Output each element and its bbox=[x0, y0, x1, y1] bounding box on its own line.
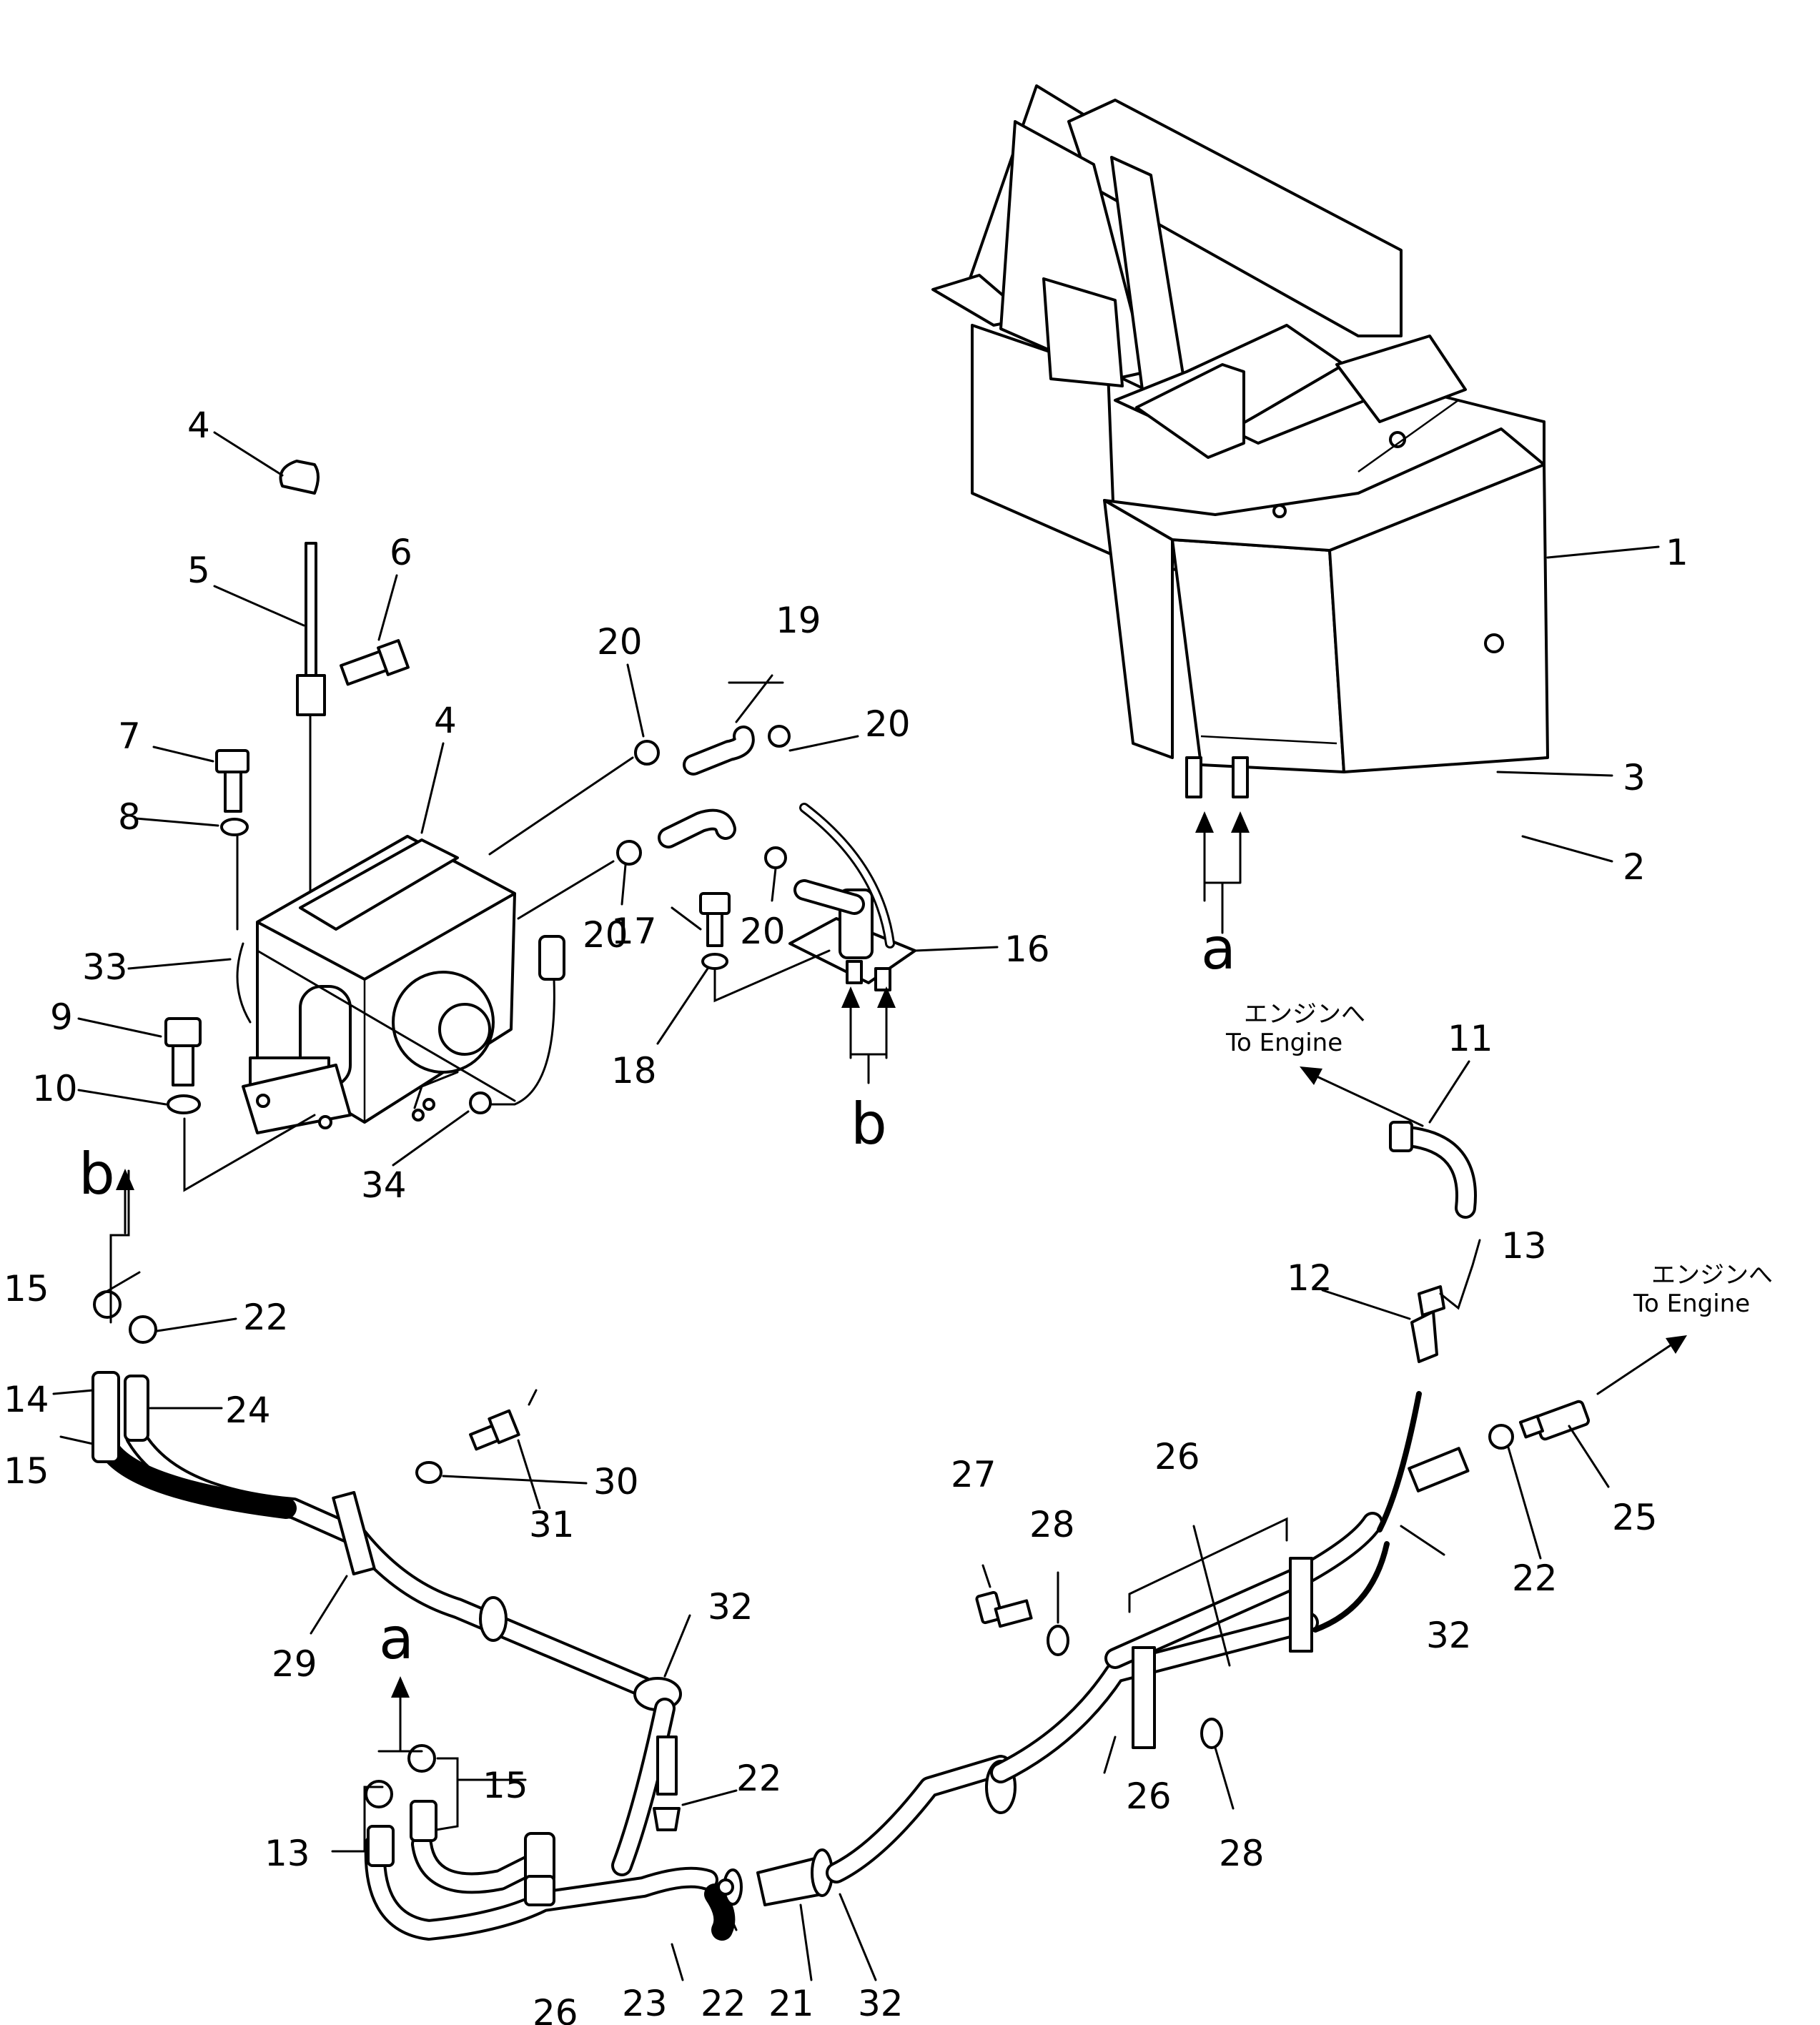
bolt-27 bbox=[975, 1590, 1033, 1628]
label-19: 19 bbox=[776, 600, 821, 641]
label-25: 25 bbox=[1612, 1497, 1658, 1538]
label-8: 8 bbox=[118, 796, 141, 838]
bolt-7 bbox=[215, 749, 249, 813]
label-33: 33 bbox=[82, 946, 128, 988]
clamp-22 bbox=[717, 1878, 734, 1896]
engine-note-jp: エンジンへ bbox=[1244, 1000, 1365, 1029]
label-4: 4 bbox=[434, 700, 457, 741]
heater-unit bbox=[236, 835, 565, 1134]
clamp-22 bbox=[1488, 1424, 1514, 1450]
label-34: 34 bbox=[361, 1164, 407, 1206]
label-20: 20 bbox=[865, 703, 911, 745]
label-22: 22 bbox=[1512, 1558, 1558, 1599]
label-3: 3 bbox=[1623, 757, 1646, 798]
tank-assembly bbox=[931, 84, 1549, 798]
connector-25 bbox=[1518, 1400, 1591, 1441]
hose-19 bbox=[658, 726, 755, 848]
label-9: 9 bbox=[50, 996, 73, 1038]
label-32: 32 bbox=[858, 1983, 904, 2024]
engine-note-en: To Engine bbox=[1633, 1289, 1750, 1318]
label-13: 13 bbox=[1501, 1225, 1547, 1267]
direction-arrows bbox=[116, 811, 1687, 1753]
washer-18 bbox=[701, 953, 728, 970]
label-20: 20 bbox=[597, 621, 643, 663]
label-22: 22 bbox=[701, 1983, 746, 2024]
washer-28 bbox=[1200, 1718, 1223, 1749]
label-4: 4 bbox=[187, 405, 210, 446]
label-27: 27 bbox=[951, 1454, 996, 1495]
part-labels: 1 2 3 4 4 5 6 7 8 9 10 11 12 13 13 14 15… bbox=[4, 405, 1688, 2025]
bolt-30 bbox=[469, 1409, 520, 1451]
tube-hatched bbox=[1408, 1447, 1470, 1492]
label-32: 32 bbox=[708, 1586, 753, 1628]
ref-a: a bbox=[379, 1605, 414, 1672]
clamp-20 bbox=[764, 846, 787, 869]
label-11: 11 bbox=[1448, 1018, 1493, 1059]
label-15: 15 bbox=[4, 1450, 49, 1492]
ref-b: b bbox=[851, 1091, 887, 1157]
label-18: 18 bbox=[611, 1050, 657, 1091]
label-28: 28 bbox=[1219, 1833, 1265, 1874]
label-31: 31 bbox=[529, 1504, 575, 1545]
label-2: 2 bbox=[1623, 846, 1646, 888]
label-30: 30 bbox=[593, 1461, 639, 1502]
label-6: 6 bbox=[390, 532, 412, 573]
pipe-assembly-left bbox=[92, 1371, 682, 1876]
label-13: 13 bbox=[264, 1833, 310, 1874]
engine-note-jp: エンジンへ bbox=[1651, 1261, 1773, 1289]
label-15: 15 bbox=[4, 1268, 49, 1309]
reference-letters: a a b b bbox=[79, 916, 1236, 1672]
clamp-20 bbox=[768, 725, 791, 748]
hose-run-bottom bbox=[364, 1285, 1445, 1941]
label-5: 5 bbox=[187, 550, 210, 591]
clamp-22 bbox=[129, 1315, 157, 1344]
pipe-11 bbox=[1389, 1121, 1477, 1219]
label-20: 20 bbox=[583, 914, 628, 956]
label-26: 26 bbox=[1126, 1776, 1172, 1817]
label-22: 22 bbox=[243, 1297, 289, 1338]
label-23: 23 bbox=[622, 1983, 668, 2024]
bolt-9 bbox=[164, 1017, 202, 1086]
label-32: 32 bbox=[1426, 1615, 1472, 1656]
leader-lines bbox=[52, 431, 1660, 1981]
antenna-cap bbox=[279, 460, 320, 495]
label-1: 1 bbox=[1666, 532, 1688, 573]
label-10: 10 bbox=[32, 1068, 78, 1109]
ref-b: b bbox=[79, 1141, 115, 1207]
label-22: 22 bbox=[736, 1758, 782, 1799]
clamp-13 bbox=[365, 1780, 393, 1808]
bolt-17 bbox=[699, 892, 731, 947]
engine-note-en: To Engine bbox=[1225, 1029, 1342, 1057]
clamp-15 bbox=[407, 1744, 436, 1773]
clamp-20 bbox=[634, 740, 660, 766]
ref-a: a bbox=[1201, 916, 1236, 982]
label-14: 14 bbox=[4, 1379, 49, 1420]
label-12: 12 bbox=[1287, 1257, 1332, 1299]
label-24: 24 bbox=[225, 1390, 271, 1431]
label-16: 16 bbox=[1004, 929, 1050, 970]
label-7: 7 bbox=[118, 716, 141, 757]
label-29: 29 bbox=[272, 1643, 317, 1685]
engine-notes: エンジンへ To Engine エンジンへ To Engine bbox=[1225, 1000, 1773, 1318]
washer-31 bbox=[415, 1461, 442, 1484]
label-28: 28 bbox=[1029, 1504, 1075, 1545]
clamp-20 bbox=[616, 840, 642, 866]
label-17: 17 bbox=[611, 911, 657, 952]
label-26: 26 bbox=[533, 1992, 578, 2025]
label-26: 26 bbox=[1154, 1436, 1200, 1477]
bolt-6 bbox=[340, 639, 410, 686]
washer-28 bbox=[1047, 1625, 1069, 1656]
label-20: 20 bbox=[740, 911, 786, 952]
valve-assembly bbox=[788, 803, 916, 991]
washer-8 bbox=[220, 818, 249, 836]
label-15: 15 bbox=[483, 1765, 528, 1806]
label-21: 21 bbox=[768, 1983, 814, 2024]
washer-10 bbox=[167, 1094, 201, 1114]
